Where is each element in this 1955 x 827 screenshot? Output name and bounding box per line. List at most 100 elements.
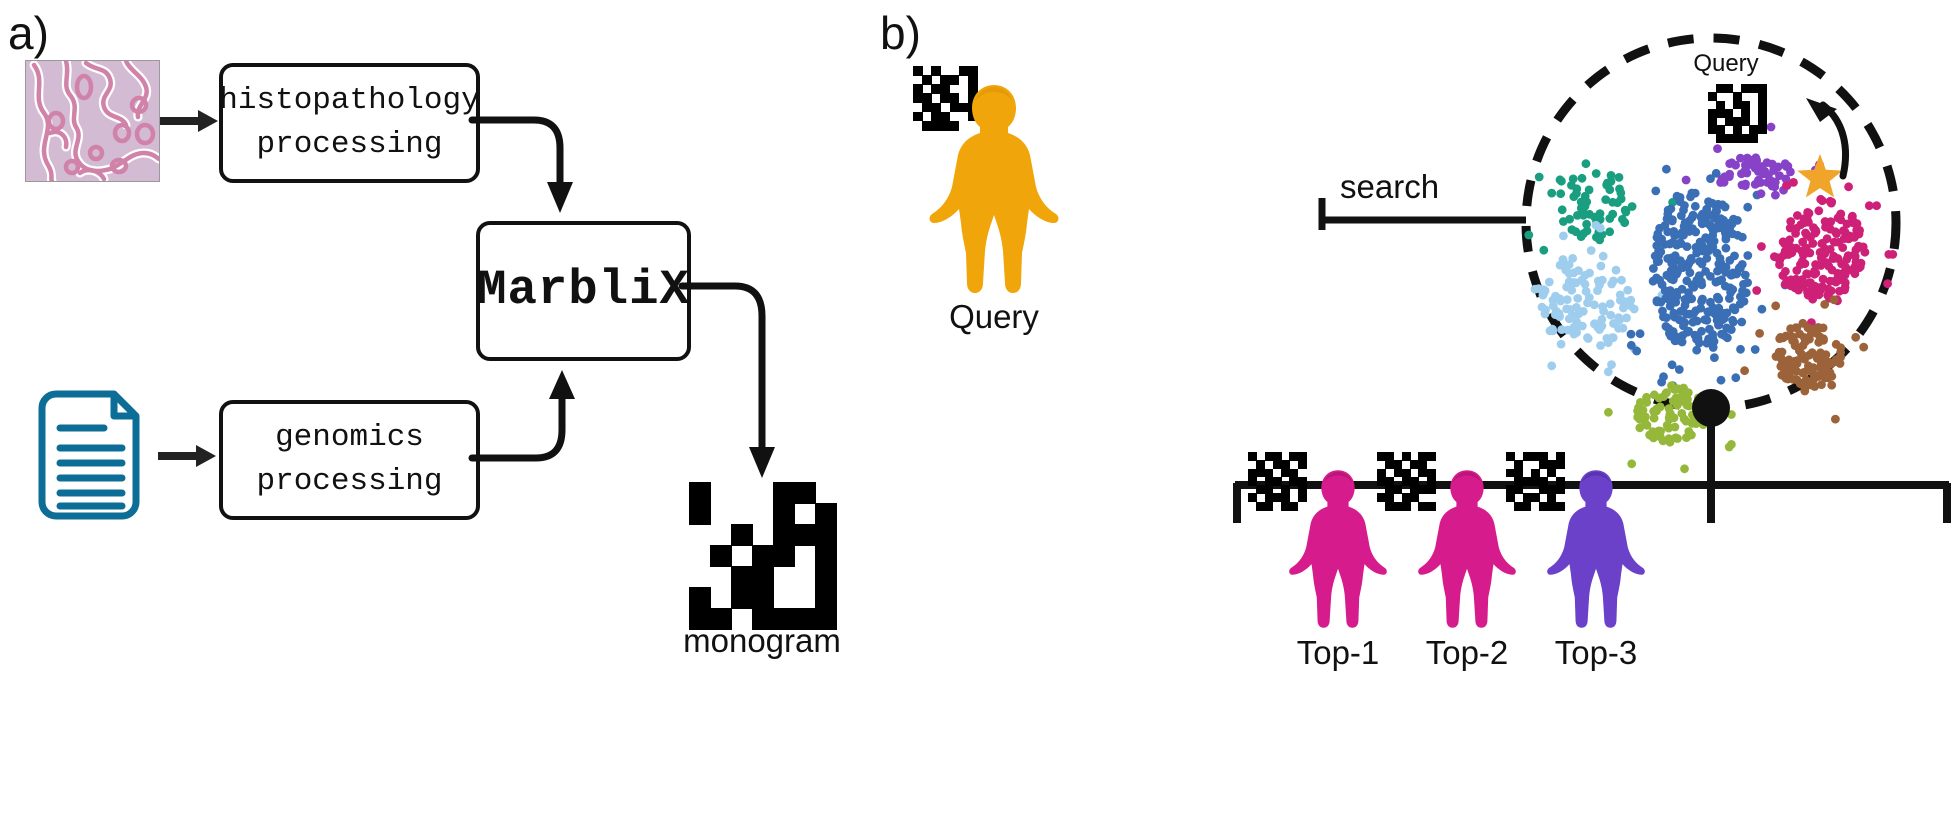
monogram-cell [922, 120, 932, 131]
scatter-point-outlier [1820, 300, 1830, 309]
histopathology-processing-box[interactable]: histopathology processing [219, 63, 480, 183]
monogram-cell [1757, 100, 1767, 110]
scatter-point [1682, 433, 1691, 442]
scatter-point [1668, 274, 1678, 284]
monogram-cell [1530, 468, 1540, 478]
scatter-point [1832, 229, 1841, 239]
scatter-point [1616, 194, 1626, 204]
scatter-point-outlier [1884, 250, 1894, 259]
scatter-point [1596, 341, 1605, 350]
scatter-point [1725, 256, 1735, 265]
circle-query-label: Query [1693, 50, 1759, 77]
scatter-point [1562, 295, 1572, 304]
monogram-cell [1256, 485, 1266, 495]
scatter-point [1689, 282, 1699, 292]
scatter-point [1578, 199, 1588, 208]
monogram-cell [815, 566, 837, 588]
scatter-point [1661, 322, 1671, 331]
monogram-cell [1256, 460, 1266, 470]
monogram-cell [1426, 501, 1436, 511]
scatter-point-outlier [1659, 372, 1668, 382]
scatter-point [1831, 275, 1841, 285]
scatter-point [1712, 206, 1721, 216]
scatter-point-outlier [1757, 304, 1767, 314]
scatter-point-outlier [1766, 122, 1776, 132]
monogram-cell [794, 524, 816, 546]
monogram-cell [1555, 460, 1565, 470]
scatter-point [1652, 406, 1661, 416]
monogram-cell [1547, 460, 1557, 470]
scatter-point [1721, 234, 1731, 244]
scatter-point [1706, 272, 1715, 281]
scatter-point [1842, 255, 1852, 264]
scatter-point [1786, 275, 1796, 285]
scatter-point-outlier [1627, 459, 1637, 469]
scatter-point [1537, 302, 1547, 312]
scatter-point-outlier [1635, 329, 1645, 339]
scatter-point [1672, 333, 1682, 343]
monogram-cell [913, 84, 923, 95]
scatter-point [1740, 166, 1750, 176]
monogram-cell [1385, 501, 1395, 511]
scatter-point [1669, 308, 1679, 318]
monogram-cell [710, 608, 732, 630]
monogram-cell [1297, 460, 1307, 470]
scatter-point [1680, 301, 1690, 310]
monogram-cell [1401, 501, 1411, 511]
monogram-cell [1401, 493, 1411, 503]
scatter-point-outlier [1711, 168, 1721, 178]
monogram-cell [731, 524, 753, 546]
monogram-cell [752, 566, 774, 588]
scatter-point-outlier [1757, 242, 1766, 251]
query-person-figure [928, 83, 1060, 295]
scatter-point [1818, 238, 1827, 248]
scatter-point [1739, 279, 1748, 289]
monogram-cell [967, 75, 978, 85]
monogram-cell [1264, 452, 1274, 461]
scatter-point [1750, 180, 1760, 189]
scatter-point [1716, 258, 1726, 268]
monogram-cell [1297, 452, 1307, 461]
scatter-point [1778, 333, 1788, 343]
marblix-box[interactable]: MarbliX [476, 221, 691, 361]
scatter-point [1558, 255, 1568, 264]
scatter-point [1816, 194, 1826, 204]
scatter-point [1713, 292, 1722, 302]
scatter-point-outlier [1626, 329, 1636, 339]
monogram-cell [710, 545, 732, 567]
monogram-cell [940, 75, 951, 85]
query-person-caption: Query [949, 298, 1039, 335]
scatter-point [1685, 268, 1695, 277]
monogram-cell [1410, 485, 1420, 495]
monogram-cell [1724, 117, 1734, 127]
monogram-cell [1393, 485, 1403, 495]
monogram-cell [1426, 485, 1436, 495]
genomics-processing-box[interactable]: genomics processing [219, 400, 480, 520]
result-person-top2 [1417, 468, 1517, 630]
monogram-cell [1514, 485, 1524, 495]
monogram-cell [773, 524, 795, 546]
monogram-cell [1401, 468, 1411, 478]
scatter-point [1642, 398, 1652, 407]
scatter-point [1609, 319, 1618, 328]
monogram-cell [949, 75, 960, 85]
genomics-line1: genomics [275, 419, 424, 455]
monogram-cell [1708, 125, 1717, 135]
scatter-point [1648, 276, 1658, 286]
scatter-point [1688, 317, 1698, 327]
scatter-point [1670, 422, 1680, 432]
scatter-point [1669, 263, 1678, 273]
scatter-point [1540, 309, 1550, 319]
scatter-point [1655, 275, 1664, 285]
scatter-point [1574, 266, 1583, 275]
monogram-cell [922, 75, 932, 85]
scatter-point [1710, 353, 1719, 362]
monogram-cell [1289, 476, 1299, 486]
scatter-cluster-teal [1524, 159, 1677, 255]
scatter-point [1557, 325, 1567, 334]
scatter-point [1606, 171, 1616, 180]
monogram-cell [1418, 460, 1428, 470]
scatter-point [1799, 381, 1809, 391]
scatter-point [1724, 223, 1733, 233]
monogram-cell [1272, 476, 1282, 486]
